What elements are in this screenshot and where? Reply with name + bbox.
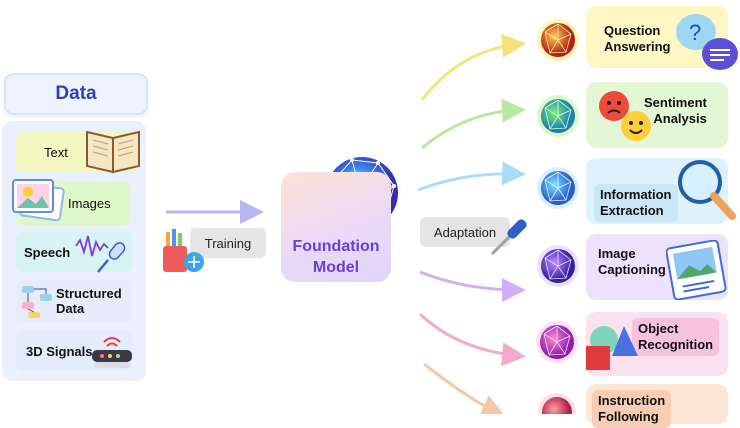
microphone-icon <box>75 235 126 273</box>
arrow-sentiment <box>421 98 526 150</box>
svg-text:?: ? <box>689 20 701 45</box>
data-item-label: Text <box>44 144 68 160</box>
foundation-model-box <box>281 172 391 282</box>
screwdriver-icon <box>490 219 527 256</box>
router-icon <box>92 337 132 368</box>
sphere-object <box>536 321 578 363</box>
adaptation-label: Adaptation <box>420 217 510 247</box>
arrow-question <box>420 33 526 101</box>
question-bubble-icon: ? <box>676 14 738 70</box>
pencil-cup-icon <box>163 229 204 272</box>
flowchart-icon <box>22 286 52 318</box>
book-icon <box>86 130 140 174</box>
emoji-faces-icon <box>599 91 651 141</box>
data-item-label: Speech <box>24 244 71 260</box>
sphere-sentiment <box>537 95 579 137</box>
photo-icon <box>12 179 65 222</box>
magnifier-icon <box>678 160 736 220</box>
data-title: Data <box>4 73 148 115</box>
sphere-image <box>537 245 579 287</box>
sphere-instruction <box>538 393 576 414</box>
arrow-instruction <box>423 362 506 414</box>
data-item-label: 3D Signals <box>26 343 93 359</box>
data-item-label: Images <box>68 195 111 211</box>
arrow-image <box>419 270 526 302</box>
sphere-question <box>537 19 579 61</box>
picture-card-icon <box>666 240 727 300</box>
shapes-icon <box>586 326 638 370</box>
training-label: Training <box>190 228 266 258</box>
arrow-information <box>417 161 526 192</box>
arrow-object <box>418 312 526 367</box>
sphere-information <box>537 167 579 209</box>
